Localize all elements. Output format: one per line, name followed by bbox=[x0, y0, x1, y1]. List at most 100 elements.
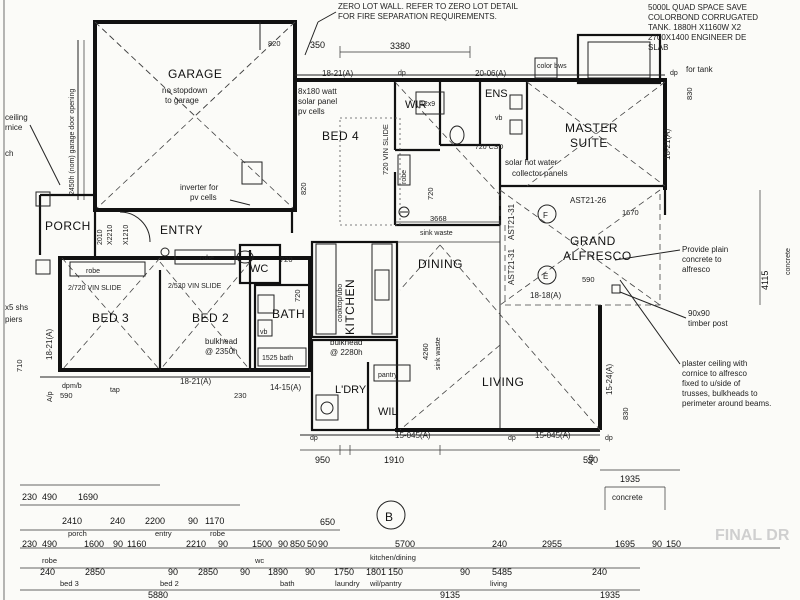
kitchen-room: KITCHEN cooktop/ubo bulkhead @ 2280h bbox=[310, 240, 399, 357]
dim-720-wc: 720 bbox=[293, 289, 302, 302]
r3-5: 2210 bbox=[186, 539, 206, 549]
solar-hw-note-2: collector panels bbox=[512, 169, 568, 178]
bedrooms-south: robe robe 2/720 VIN SLIDE 2/520 VIN SLID… bbox=[15, 243, 312, 402]
r3-150: 150 bbox=[666, 539, 681, 549]
dp-top: dp bbox=[398, 70, 406, 77]
r3-sub-2: kitchen/dining bbox=[370, 553, 416, 562]
mb-note: m/b bbox=[70, 383, 82, 390]
svg-text:5000L QUAD SPACE SAVE: 5000L QUAD SPACE SAVE bbox=[648, 3, 747, 12]
shs-note: x5 shs bbox=[5, 303, 28, 312]
solar-note-3: pv cells bbox=[298, 107, 325, 116]
garage-note-1: no stopdown bbox=[162, 86, 207, 95]
dp-bottom-far: dp bbox=[605, 435, 613, 442]
vin-slide-720: 720 VIN SLIDE bbox=[381, 124, 390, 175]
robe-bed3: robe bbox=[86, 268, 100, 275]
concrete-horizontal: concrete bbox=[612, 493, 643, 502]
garage-door-note: 2450h (nom) garage door opening bbox=[69, 89, 76, 195]
dim-4115: 4115 bbox=[760, 271, 770, 290]
bulkhead-bed2-1: bulkhead bbox=[205, 337, 237, 346]
water-tank: 5000L QUAD SPACE SAVE COLORBOND CORRUGAT… bbox=[576, 3, 758, 100]
r4-1: 2850 bbox=[85, 567, 105, 577]
window-mark-e: E bbox=[543, 272, 548, 281]
svg-text:COLORBOND CORRUGATED: COLORBOND CORRUGATED bbox=[648, 13, 758, 22]
dimension-rows-bottom: 230 490 1690 2410 240 2200 90 1170 porch… bbox=[20, 484, 780, 600]
dim-1935-a: 1935 bbox=[620, 474, 640, 484]
dim-710: 710 bbox=[15, 359, 24, 372]
dim-720-wc-top: 720 bbox=[280, 255, 293, 264]
dim-830-top: 830 bbox=[685, 87, 694, 100]
r4-sub-1: bed 2 bbox=[160, 579, 179, 588]
plaster-note-5: perimeter around beams. bbox=[682, 399, 771, 408]
r3-3: 90 bbox=[113, 539, 123, 549]
r3-9: 850 bbox=[290, 539, 305, 549]
provide-note-2: concrete to bbox=[682, 255, 722, 264]
r3-sub-1: wc bbox=[254, 556, 264, 565]
cooktop-note: cooktop/ubo bbox=[337, 284, 344, 322]
r3-2955: 2955 bbox=[542, 539, 562, 549]
dp-bottom-right: dp bbox=[508, 435, 516, 442]
bed4-label: BED 4 bbox=[322, 129, 359, 143]
pantry-label: pantry bbox=[378, 372, 398, 379]
concrete-vertical: concrete bbox=[785, 248, 792, 275]
ens-label: ENS bbox=[485, 88, 508, 100]
dimension-3668: 3668 sink waste bbox=[395, 214, 500, 237]
window-18-18: 18-18(A) bbox=[530, 291, 561, 300]
r4-6: 90 bbox=[305, 567, 315, 577]
ceiling-note-2: rnice bbox=[5, 123, 23, 132]
svg-text:for tank: for tank bbox=[686, 65, 714, 74]
color-bws: color bws bbox=[537, 63, 567, 70]
r4-sub-2: bath bbox=[280, 579, 295, 588]
svg-text:sink waste: sink waste bbox=[420, 230, 453, 237]
dim-350: 350 bbox=[310, 40, 325, 50]
timber-note-2: timber post bbox=[688, 319, 728, 328]
r2-0: 2410 bbox=[62, 516, 82, 526]
r3-11: 90 bbox=[318, 539, 328, 549]
laundry-wil: pantry L'DRY WIL bbox=[310, 338, 411, 432]
bath-vb: vb bbox=[260, 329, 268, 336]
timber-note-1: 90x90 bbox=[688, 309, 710, 318]
r4-7: 1750 bbox=[334, 567, 354, 577]
solar-note-1: 8x180 watt bbox=[298, 87, 337, 96]
piers-note: piers bbox=[5, 315, 22, 324]
solar-hw-note-1: solar hot water bbox=[505, 158, 558, 167]
window-18-21-bottom: 18-21(A) bbox=[180, 377, 211, 386]
window-15-045-b: 15-045(A) bbox=[535, 431, 571, 440]
tap-left: tap bbox=[110, 387, 120, 394]
r1-1: 490 bbox=[42, 492, 57, 502]
r3-sub-0: robe bbox=[42, 556, 57, 565]
bath-1525: 1525 bath bbox=[262, 355, 293, 362]
window-ast21-31-a: AST21-31 bbox=[507, 203, 516, 240]
porch-label: PORCH bbox=[45, 219, 91, 233]
sink-waste-vertical: sink waste bbox=[435, 337, 442, 370]
r3-1: 490 bbox=[42, 539, 57, 549]
r4-2: 90 bbox=[168, 567, 178, 577]
plaster-note-2: cornice to alfresco bbox=[682, 369, 747, 378]
inverter-note-1: inverter for bbox=[180, 183, 219, 192]
window-18-21-top: 18-21(A) bbox=[322, 69, 353, 78]
r2-sub-2: robe bbox=[210, 529, 225, 538]
dim-230-left: 230 bbox=[234, 391, 247, 400]
window-20-06: 20-06(A) bbox=[475, 69, 506, 78]
r4-5: 1890 bbox=[268, 567, 288, 577]
final-watermark: FINAL DR bbox=[715, 527, 790, 544]
svg-text:SLAB: SLAB bbox=[648, 43, 668, 52]
wc-label: WC bbox=[250, 263, 268, 275]
r1-2: 1690 bbox=[78, 492, 98, 502]
dp-top-right: dp bbox=[670, 70, 678, 77]
r3-kd: 5700 bbox=[395, 539, 415, 549]
master-label-2: SUITE bbox=[570, 136, 608, 150]
garage-label: GARAGE bbox=[168, 67, 222, 81]
r2-1: 240 bbox=[110, 516, 125, 526]
r3-6: 90 bbox=[218, 539, 228, 549]
r2-sub-1: entry bbox=[155, 529, 172, 538]
wil-label: WIL bbox=[378, 406, 398, 418]
window-ast21-31-b: AST21-31 bbox=[507, 248, 516, 285]
r4-4: 90 bbox=[240, 567, 250, 577]
r4-sub-0: bed 3 bbox=[60, 579, 79, 588]
r2-3: 90 bbox=[188, 516, 198, 526]
grand-alfresco: GRAND ALFRESCO F E AST21-26 AST21-31 AST… bbox=[499, 189, 792, 408]
r4-sub-5: living bbox=[490, 579, 507, 588]
svg-text:3668: 3668 bbox=[430, 214, 447, 223]
svg-text:B: B bbox=[385, 510, 394, 524]
garage-room: GARAGE no stopdown to garage 2450h (nom)… bbox=[69, 20, 325, 212]
